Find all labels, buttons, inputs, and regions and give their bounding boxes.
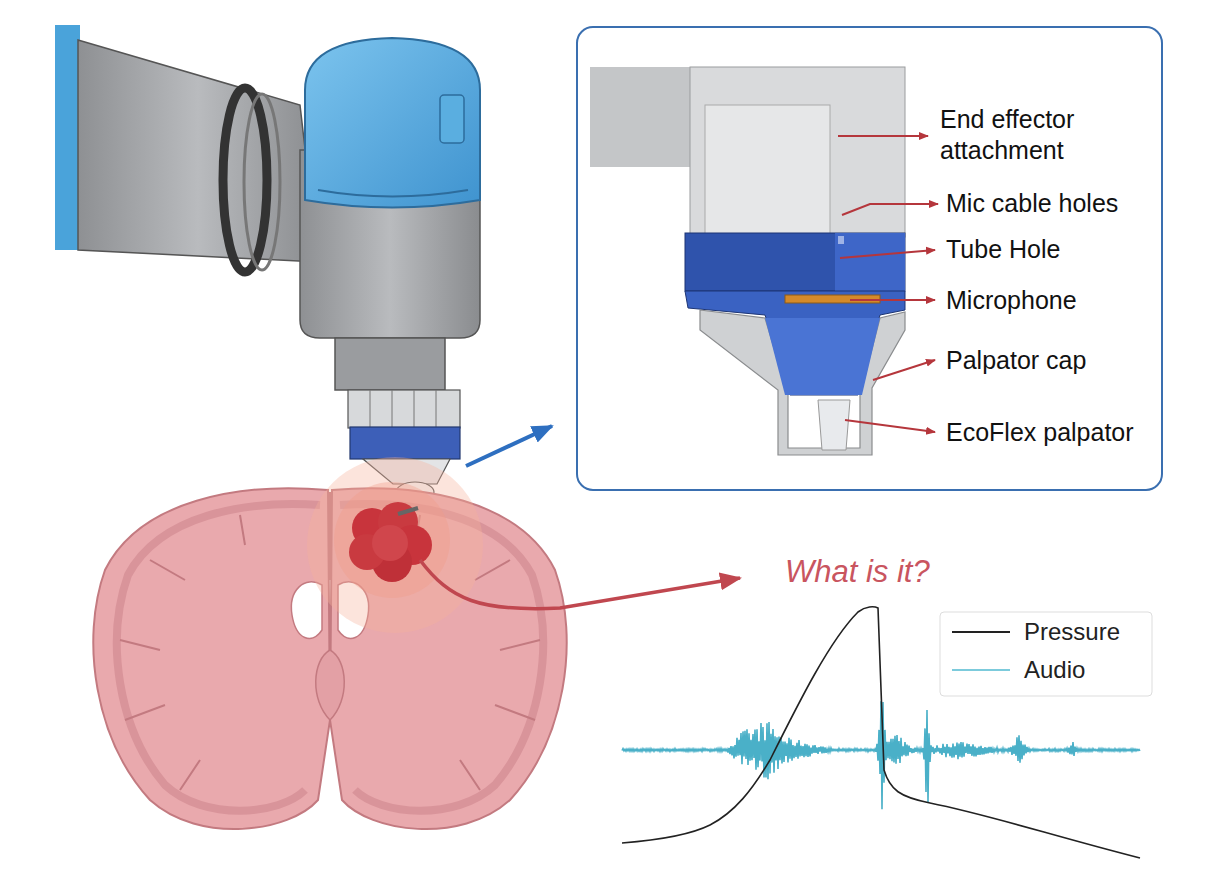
legend-text: Audio xyxy=(1024,656,1085,684)
legend-line xyxy=(952,631,1010,633)
question-arrow xyxy=(420,560,740,609)
question-text: What is it? xyxy=(785,556,1025,587)
part-label: Microphone xyxy=(946,285,1156,316)
leader-lines xyxy=(838,136,938,432)
end-effector-section xyxy=(590,67,905,455)
legend-line xyxy=(952,669,1010,671)
inset-frame xyxy=(577,27,1162,490)
signal-plot xyxy=(622,607,1152,858)
part-label: Palpator cap xyxy=(946,345,1156,376)
part-label: Mic cable holes xyxy=(946,188,1156,219)
legend-text: Pressure xyxy=(1024,618,1120,646)
zoom-arrow xyxy=(466,426,552,466)
legend-frame xyxy=(940,612,1152,696)
part-label: End effector attachment xyxy=(940,104,1125,166)
audio-trace xyxy=(622,701,1140,809)
pressure-trace xyxy=(622,607,1140,858)
part-label: EcoFlex palpator xyxy=(946,417,1161,448)
robot-arm xyxy=(55,25,480,502)
tumor xyxy=(307,457,483,633)
part-label: Tube Hole xyxy=(946,234,1156,265)
